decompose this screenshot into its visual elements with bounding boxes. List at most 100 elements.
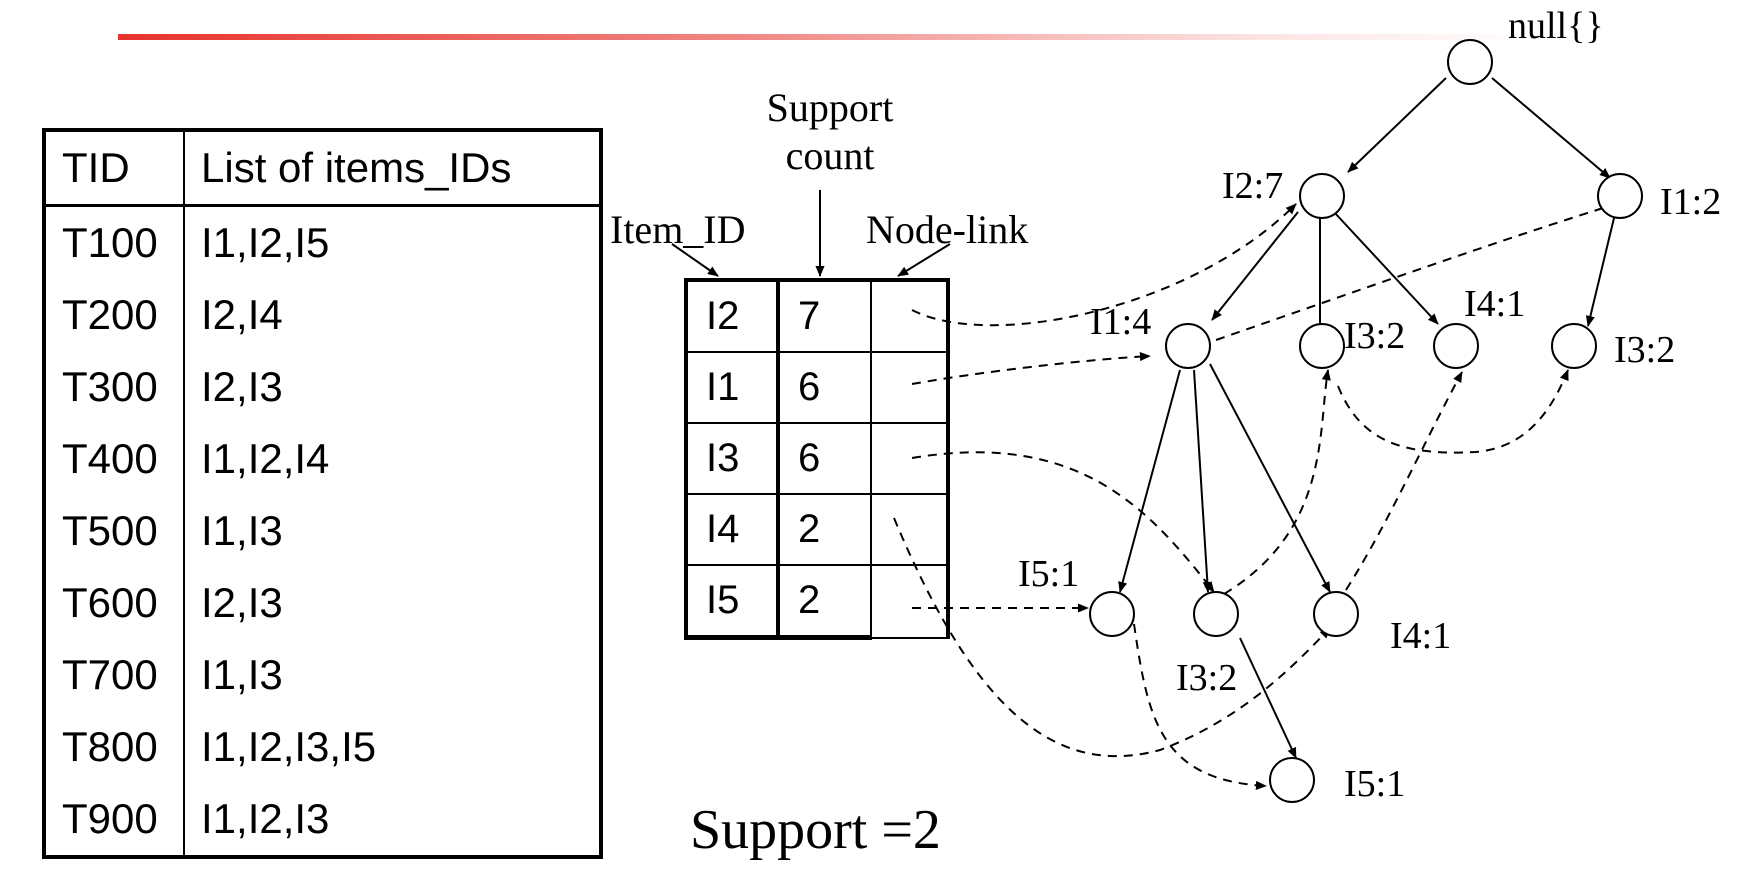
tid-cell: T300 [44,351,185,423]
node-link-i4-next [1345,371,1463,591]
tree-node [1089,591,1135,637]
tree-node-root [1447,39,1493,85]
table-row: T200 I2,I4 [44,279,601,351]
root-label: null{} [1508,5,1604,47]
support-label-line1: Support [766,85,894,130]
node-link-pointer [897,243,951,277]
table-row: T800 I1,I2,I3,I5 [44,711,601,783]
node-link-i3 [911,451,1215,593]
support-threshold-label: Support =2 [690,799,941,861]
table-row: T400 I1,I2,I4 [44,423,601,495]
title-accent-bar [118,34,1538,40]
item-id-label: Item_ID [610,207,746,252]
node-link-i1-next [1215,202,1617,341]
items-cell: I2,I3 [201,363,283,410]
node-link-i5-next [1133,623,1267,791]
table-row: T700 I1,I3 [44,639,601,711]
tid-cell: T800 [44,711,185,783]
table-row: T100 I1,I2,I5 [44,205,601,279]
tid-cell: T600 [44,567,185,639]
tree-edge [1333,211,1439,325]
items-cell: I1,I2,I3 [201,795,330,842]
node-label: I5:1 [1344,763,1405,805]
column-header-tid: TID [44,130,185,207]
tree-edge [1239,637,1297,759]
column-header-items: List of items_IDs [184,130,601,207]
item-id-cell: I4 [684,493,779,566]
support-count-cell: 6 [776,351,872,424]
node-link-label: Node-link [866,207,1029,252]
tree-edge [1193,369,1212,593]
tree-node [1165,323,1211,369]
node-label: I3:2 [1176,657,1237,699]
node-label: I4:1 [1464,283,1525,325]
node-link-i3-next [1223,369,1331,595]
support-count-cell: 2 [776,564,872,640]
tid-cell: T900 [44,783,185,857]
node-label: I3:2 [1614,329,1675,371]
tree-edge [1491,77,1611,179]
node-link-cell [870,351,950,424]
tree-node [1551,323,1597,369]
tid-cell: T100 [44,205,185,279]
item-id-pointer [671,243,719,277]
tid-cell: T700 [44,639,185,711]
items-cell: I1,I2,I3,I5 [201,723,377,770]
node-link-cell [870,564,950,639]
node-link-i2 [911,203,1297,327]
table-row: T900 I1,I2,I3 [44,783,601,857]
transactions-header-row: TID List of items_IDs [44,130,601,207]
node-label: I1:2 [1660,181,1721,223]
items-cell: I1,I3 [201,507,283,554]
node-label: I3:2 [1344,315,1405,357]
node-label: I4:1 [1390,615,1451,657]
node-link-i4 [893,517,1331,758]
items-cell: I1,I2,I5 [201,219,330,266]
node-label: I2:7 [1222,165,1283,207]
tree-node [1193,591,1239,637]
table-row: T500 I1,I3 [44,495,601,567]
tree-edge [1209,363,1331,593]
node-link-cell [870,422,950,495]
tree-node [1299,323,1345,369]
tree-edge [1118,369,1181,593]
support-count-cell: 6 [776,422,872,495]
items-cell: I1,I3 [201,651,283,698]
tree-edge [1347,77,1447,173]
node-label: I1:4 [1090,301,1151,343]
tree-node [1597,173,1643,219]
items-cell: I1,I2,I4 [201,435,330,482]
support-count-cell: 7 [776,278,872,353]
support-count-cell: 2 [776,493,872,566]
tree-node [1433,323,1479,369]
node-link-i3-last [1337,369,1569,454]
node-label: I5:1 [1018,553,1079,595]
tree-edge [1585,217,1615,327]
tid-cell: T400 [44,423,185,495]
support-label-line2: count [785,133,875,178]
tree-node [1269,757,1315,803]
table-row: T300 I2,I3 [44,351,601,423]
items-cell: I2,I3 [201,579,283,626]
tid-cell: T200 [44,279,185,351]
support-count-label: Support count [760,84,900,180]
tree-node [1313,591,1359,637]
tid-cell: T500 [44,495,185,567]
table-row: T600 I2,I3 [44,567,601,639]
tree-node [1299,173,1345,219]
item-id-cell: I5 [684,564,779,640]
item-id-cell: I1 [684,351,779,424]
tree-edge [1211,211,1299,321]
node-link-cell [870,278,950,353]
items-cell: I2,I4 [201,291,283,338]
node-link-i1 [911,352,1151,385]
